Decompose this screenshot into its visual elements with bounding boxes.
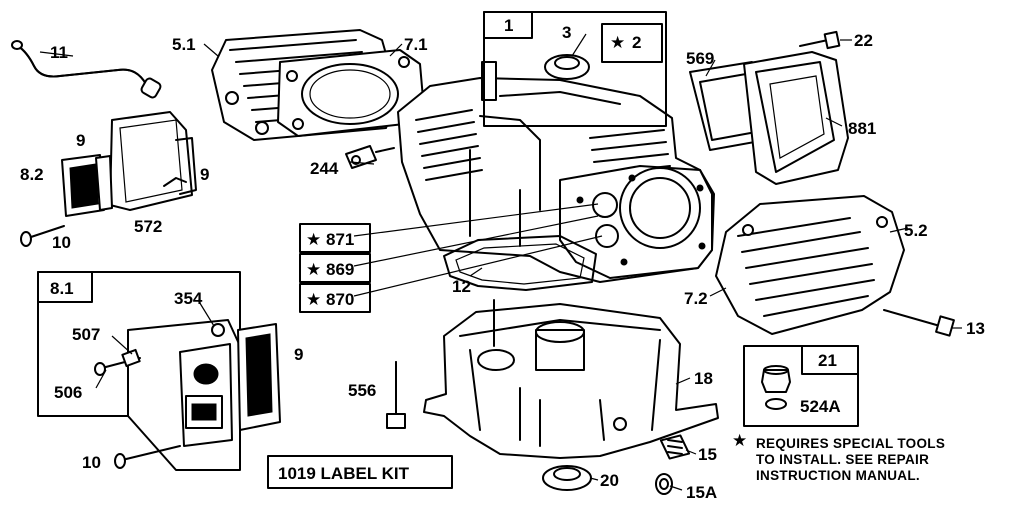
label-part-8-2: 8.2 [20, 165, 44, 184]
label-part-1: 1 [504, 16, 513, 35]
label-part-18: 18 [694, 369, 713, 388]
head-bolt-drawing [883, 309, 955, 337]
leader-lines [39, 33, 962, 491]
bolt-556-drawing [386, 361, 406, 429]
fitting-drawing [345, 145, 395, 169]
label-part-9-right: 9 [200, 165, 209, 184]
label-part-2: 2 [632, 33, 641, 52]
label-part-881: 881 [848, 119, 876, 138]
ignition-assembly-drawing [94, 319, 281, 471]
oil-sump-drawing [423, 299, 719, 459]
label-part-10-top: 10 [52, 233, 71, 252]
label-part-507: 507 [72, 325, 100, 344]
label-part-9-top: 9 [76, 131, 85, 150]
note-line-1: REQUIRES SPECIAL TOOLS [756, 436, 945, 451]
note-line-2: TO INSTALL. SEE REPAIR [756, 452, 929, 467]
label-part-20: 20 [600, 471, 619, 490]
oil-seal-drawing [544, 54, 590, 80]
breather-assembly-drawing [20, 111, 197, 247]
crankcase-gasket-drawing [443, 235, 597, 291]
label-kit-box [267, 455, 453, 489]
label-part-7-1: 7.1 [404, 35, 428, 54]
label-part-15a: 15A [686, 483, 717, 502]
label-part-15: 15 [698, 445, 717, 464]
label-kit-text: 1019 LABEL KIT [278, 464, 410, 483]
label-part-10-bottom: 10 [82, 453, 101, 472]
star-icon: ★ [306, 260, 321, 279]
seal-20-drawing [542, 465, 592, 491]
bolt-22-drawing [799, 30, 841, 50]
star-icon: ★ [732, 431, 747, 450]
label-part-9-bottom: 9 [294, 345, 303, 364]
dipstick-part-box [743, 345, 859, 427]
label-part-3: 3 [562, 23, 571, 42]
label-part-11: 11 [50, 43, 68, 62]
side-cover-drawing [743, 51, 849, 185]
label-part-870: 870 [326, 290, 354, 309]
part-870-box [299, 283, 371, 313]
cylinder-head-right-drawing [715, 195, 905, 335]
label-part-354: 354 [174, 289, 203, 308]
part-871-box [299, 223, 371, 253]
label-part-8-1: 8.1 [50, 279, 74, 298]
label-part-869: 869 [326, 260, 354, 279]
label-part-871: 871 [326, 230, 354, 249]
label-part-569: 569 [686, 49, 714, 68]
star-icon: ★ [306, 230, 321, 249]
label-part-506: 506 [54, 383, 82, 402]
label-part-21: 21 [818, 351, 837, 370]
plug-15a-drawing [655, 473, 673, 495]
part-869-box [299, 253, 371, 283]
star-icon: ★ [610, 33, 625, 52]
label-part-5-1: 5.1 [172, 35, 196, 54]
breather-tube-drawing [11, 40, 162, 99]
label-part-7-2: 7.2 [684, 289, 708, 308]
plug-15-drawing [659, 434, 691, 460]
head-gasket-drawing [277, 49, 425, 137]
star-icon: ★ [306, 290, 321, 309]
label-part-5-2: 5.2 [904, 221, 928, 240]
label-part-244: 244 [310, 159, 339, 178]
note-line-3: INSTRUCTION MANUAL. [756, 468, 920, 483]
label-part-572: 572 [134, 217, 162, 236]
label-part-22: 22 [854, 31, 873, 50]
label-part-12: 12 [452, 277, 471, 296]
label-part-524a: 524A [800, 397, 841, 416]
part-1-callout-box [483, 11, 667, 127]
label-part-556: 556 [348, 381, 376, 400]
part-2-callout-box [601, 23, 663, 63]
cylinder-block-drawing [397, 61, 715, 283]
label-part-13: 13 [966, 319, 985, 338]
plug-21-drawing [761, 365, 791, 410]
